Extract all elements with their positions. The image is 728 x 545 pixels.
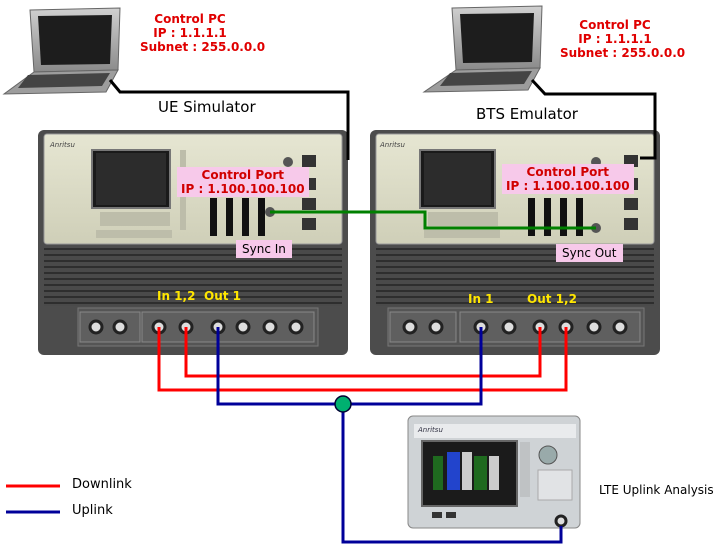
pc-cable-left [108,79,350,160]
control-pc-right-label: Control PC IP : 1.1.1.1 Subnet : 255.0.0… [560,18,686,60]
uplink-cable-analyzer [341,404,563,544]
bts-control-port-ip: IP : 1.100.100.100 [506,179,630,193]
bts-control-port-box: Control Port IP : 1.100.100.100 [502,164,634,194]
ue-port-in-label: In 1,2 [157,289,196,303]
ue-control-port-box: Control Port IP : 1.100.100.100 [177,167,309,197]
sync-out-label: Sync Out [556,244,623,262]
lte-signal-analyzer [407,415,581,529]
control-pc-left-label: Control PC IP : 1.1.1.1 Subnet : 255.0.0… [140,12,266,54]
ue-control-port-label: Control Port [201,168,285,182]
legend-downlink-label: Downlink [72,477,132,492]
downlink-cable-2 [184,327,542,378]
ue-port-out-label: Out 1 [204,289,242,303]
ue-control-port-ip: IP : 1.100.100.100 [181,182,305,196]
downlink-cable-1 [157,327,568,392]
control-pc-right-ip: IP : 1.1.1.1 [578,32,652,46]
control-pc-left-subnet: Subnet : 255.0.0.0 [140,40,266,54]
ue-brand-logo: Anritsu [50,141,75,149]
splitter-icon [334,395,352,413]
ue-simulator-instrument [38,130,348,355]
pc-cable-right [530,78,657,160]
analyzer-brand-logo: Anritsu [418,426,443,434]
control-pc-left-laptop [2,7,121,95]
control-pc-left-title: Control PC [154,12,226,26]
sync-cable [270,210,596,230]
bts-control-port-label: Control Port [526,165,610,179]
control-pc-right-subnet: Subnet : 255.0.0.0 [560,46,686,60]
control-pc-right-laptop [422,5,543,93]
control-pc-right-title: Control PC [579,18,651,32]
analyzer-label: LTE Uplink Analysis [599,483,714,497]
ue-simulator-title: UE Simulator [158,98,256,116]
bts-brand-logo: Anritsu [380,141,405,149]
bts-port-in-label: In 1 [468,292,494,306]
legend-uplink-label: Uplink [72,503,113,518]
bts-emulator-title: BTS Emulator [476,105,578,123]
control-pc-left-ip: IP : 1.1.1.1 [153,26,227,40]
sync-in-label: Sync In [236,240,292,258]
bts-port-out-label: Out 1,2 [527,292,577,306]
